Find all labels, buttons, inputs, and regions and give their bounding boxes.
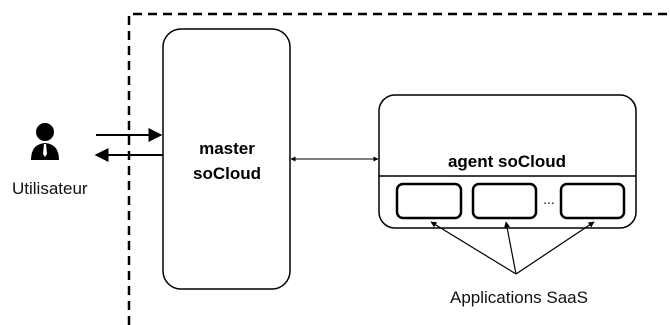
user-icon	[31, 123, 59, 160]
saas-app-ellipsis: ...	[543, 191, 555, 207]
saas-app-slot-3	[559, 182, 626, 220]
saas-pointer-3	[515, 221, 595, 275]
master-label-line1: master	[199, 139, 255, 158]
agent-label: agent soCloud	[448, 152, 566, 171]
applications-label: Applications SaaS	[450, 288, 588, 307]
master-label-line2: soCloud	[193, 164, 261, 183]
user-label: Utilisateur	[12, 179, 88, 198]
saas-pointer-2	[504, 221, 517, 275]
master-node	[162, 28, 291, 290]
saas-pointer-1	[430, 221, 517, 275]
saas-app-slot-1	[395, 182, 463, 220]
saas-app-slot-2	[471, 182, 538, 220]
